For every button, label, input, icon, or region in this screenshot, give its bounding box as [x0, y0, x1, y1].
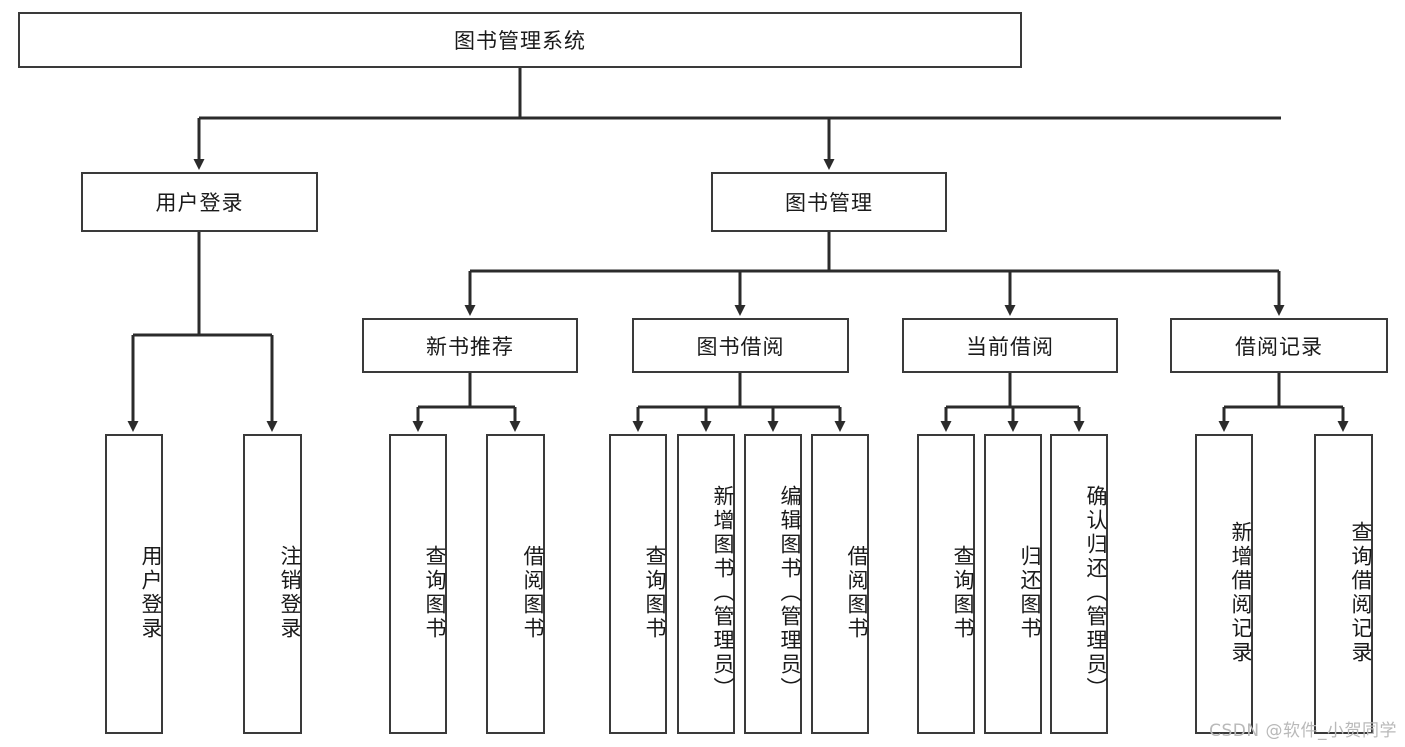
leaf-return-book-label: 归还图书 — [1018, 545, 1042, 641]
leaf-query-book-3[interactable]: 查询图书 — [917, 434, 975, 734]
node-book-manage-label: 图书管理 — [785, 191, 873, 215]
csdn-watermark: CSDN @软件_小贺同学 — [1209, 721, 1397, 741]
node-book-borrow[interactable]: 图书借阅 — [632, 318, 849, 373]
leaf-add-book[interactable]: 新增图书（管理员） — [677, 434, 735, 734]
node-borrow-record[interactable]: 借阅记录 — [1170, 318, 1388, 373]
leaf-user-login-label: 用户登录 — [139, 545, 163, 641]
node-user-login[interactable]: 用户登录 — [81, 172, 318, 232]
leaf-logout-login[interactable]: 注销登录 — [243, 434, 302, 734]
leaf-query-book-2[interactable]: 查询图书 — [609, 434, 667, 734]
node-new-book-rec-label: 新书推荐 — [426, 334, 514, 359]
node-user-login-label: 用户登录 — [155, 191, 244, 215]
leaf-query-book-1-label: 查询图书 — [423, 545, 447, 641]
leaf-add-record[interactable]: 新增借阅记录 — [1195, 434, 1253, 734]
leaf-logout-login-label: 注销登录 — [278, 545, 302, 641]
leaf-query-record-label: 查询借阅记录 — [1349, 521, 1373, 665]
node-current-borrow-label: 当前借阅 — [966, 334, 1054, 359]
leaf-add-record-label: 新增借阅记录 — [1229, 521, 1253, 665]
leaf-return-book[interactable]: 归还图书 — [984, 434, 1042, 734]
leaf-edit-book[interactable]: 编辑图书（管理员） — [744, 434, 802, 734]
leaf-user-login[interactable]: 用户登录 — [105, 434, 163, 734]
node-root[interactable]: 图书管理系统 — [18, 12, 1022, 68]
leaf-query-record[interactable]: 查询借阅记录 — [1314, 434, 1373, 734]
leaf-query-book-1[interactable]: 查询图书 — [389, 434, 447, 734]
leaf-query-book-2-label: 查询图书 — [643, 545, 667, 641]
node-book-manage[interactable]: 图书管理 — [711, 172, 947, 232]
leaf-query-book-3-label: 查询图书 — [951, 545, 975, 641]
leaf-confirm-return[interactable]: 确认归还（管理员） — [1050, 434, 1108, 734]
node-book-borrow-label: 图书借阅 — [696, 334, 785, 359]
leaf-borrow-book-2[interactable]: 借阅图书 — [811, 434, 869, 734]
node-current-borrow[interactable]: 当前借阅 — [902, 318, 1118, 373]
leaf-borrow-book-2-label: 借阅图书 — [845, 545, 869, 641]
node-borrow-record-label: 借阅记录 — [1235, 334, 1323, 359]
leaf-borrow-book-1-label: 借阅图书 — [521, 545, 545, 641]
node-root-label: 图书管理系统 — [454, 29, 586, 53]
node-new-book-rec[interactable]: 新书推荐 — [362, 318, 578, 373]
leaf-add-book-label: 新增图书（管理员） — [711, 485, 735, 701]
leaf-confirm-return-label: 确认归还（管理员） — [1084, 485, 1108, 701]
leaf-edit-book-label: 编辑图书（管理员） — [778, 485, 802, 701]
leaf-borrow-book-1[interactable]: 借阅图书 — [486, 434, 545, 734]
